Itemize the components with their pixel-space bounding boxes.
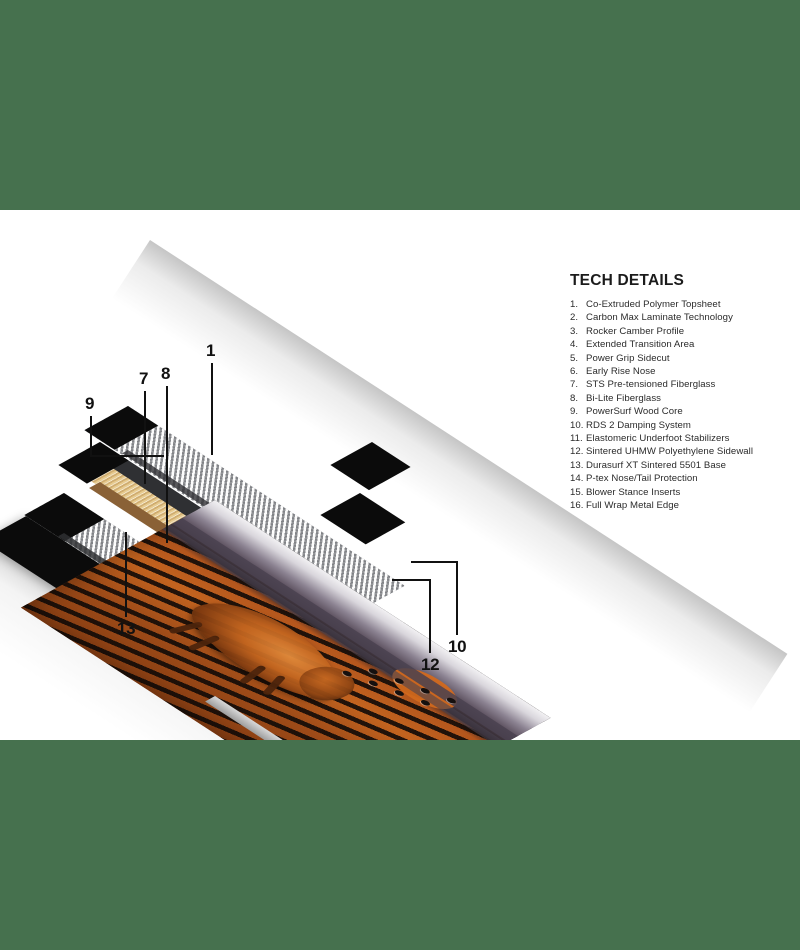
tech-item-index: 8. <box>570 392 579 404</box>
tech-item-label: PowerSurf Wood Core <box>586 406 683 418</box>
tech-item-index: 14. <box>570 473 584 485</box>
tech-item-label: Early Rise Nose <box>586 366 656 378</box>
tech-details-item: 1. Co-Extruded Polymer Topsheet <box>570 298 795 311</box>
tech-details-panel: TECH DETAILS 1. Co-Extruded Polymer Tops… <box>570 272 795 513</box>
tech-item-label: P-tex Nose/Tail Protection <box>586 473 698 485</box>
letterbox-band-bottom <box>0 740 800 950</box>
callout-leader-8 <box>166 386 168 543</box>
callout-number-13: 13 <box>117 619 136 638</box>
topsheet-bison-head <box>287 659 367 707</box>
tech-details-item: 12. Sintered UHMW Polyethylene Sidewall <box>570 445 795 458</box>
layer-wood-core-black-tail <box>330 442 411 491</box>
tech-item-label: RDS 2 Damping System <box>586 419 691 431</box>
callout-leader-9-vertical <box>90 416 92 456</box>
tech-item-index: 15. <box>570 486 584 498</box>
binding-insert <box>367 679 380 687</box>
callout-leader-13 <box>125 532 127 617</box>
tech-item-index: 10. <box>570 419 584 431</box>
tech-details-item: 6. Early Rise Nose <box>570 365 795 378</box>
tech-item-index: 3. <box>570 325 579 337</box>
tech-item-index: 16. <box>570 500 584 512</box>
tech-item-label: Full Wrap Metal Edge <box>586 500 680 512</box>
tech-details-item: 8. Bi-Lite Fiberglass <box>570 392 795 405</box>
callout-number-1: 1 <box>206 341 216 360</box>
tech-details-item: 11. Elastomeric Underfoot Stabilizers <box>570 432 795 445</box>
tech-item-label: Bi-Lite Fiberglass <box>586 392 662 404</box>
topsheet-bison-leg <box>238 664 268 685</box>
callout-leader-12-vertical <box>429 579 431 653</box>
tech-details-item: 3. Rocker Camber Profile <box>570 325 795 338</box>
topsheet-bison-leg <box>187 634 222 652</box>
tech-item-index: 9. <box>570 406 579 418</box>
callout-number-9: 9 <box>85 394 95 413</box>
tech-details-list: 1. Co-Extruded Polymer Topsheet 2. Carbo… <box>570 298 795 513</box>
tech-details-item: 7. STS Pre-tensioned Fiberglass <box>570 378 795 391</box>
callout-number-8: 8 <box>161 364 171 383</box>
callout-leader-1 <box>211 363 213 455</box>
tech-details-item: 15. Blower Stance Inserts <box>570 486 795 499</box>
layer-fiberglass-lower-black-tail <box>320 493 406 545</box>
callout-leader-10-horizontal <box>411 561 457 563</box>
tech-details-heading: TECH DETAILS <box>570 272 685 289</box>
tech-item-index: 13. <box>570 459 584 471</box>
tech-item-index: 2. <box>570 312 579 324</box>
topsheet-bison-leg <box>262 674 287 696</box>
callout-leader-7 <box>144 391 146 484</box>
tech-details-item: 2. Carbon Max Laminate Technology <box>570 311 795 324</box>
tech-details-item: 10. RDS 2 Damping System <box>570 419 795 432</box>
topsheet-bison-leg <box>168 621 204 635</box>
tech-details-item: 14. P-tex Nose/Tail Protection <box>570 472 795 485</box>
tech-details-item: 13. Durasurf XT Sintered 5501 Base <box>570 459 795 472</box>
callout-number-7: 7 <box>139 369 149 388</box>
callout-leader-10-vertical <box>456 561 458 635</box>
tech-item-label: Carbon Max Laminate Technology <box>586 312 733 324</box>
tech-details-item: 9. PowerSurf Wood Core <box>570 405 795 418</box>
tech-item-label: Durasurf XT Sintered 5501 Base <box>586 459 726 471</box>
tech-item-label: Extended Transition Area <box>586 339 695 351</box>
tech-details-item: 16. Full Wrap Metal Edge <box>570 499 795 512</box>
tech-item-label: Elastomeric Underfoot Stabilizers <box>586 433 730 445</box>
tech-item-index: 12. <box>570 446 584 458</box>
content-plate: 9 7 8 1 13 12 10 <box>0 210 800 740</box>
tech-item-label: Blower Stance Inserts <box>586 486 681 498</box>
tech-item-label: Co-Extruded Polymer Topsheet <box>586 299 721 310</box>
callout-number-10: 10 <box>448 637 467 656</box>
tech-item-label: STS Pre-tensioned Fiberglass <box>586 379 716 391</box>
tech-item-index: 11. <box>570 433 583 445</box>
callout-leader-12-horizontal <box>392 579 430 581</box>
tech-item-index: 1. <box>570 299 579 310</box>
callout-leader-9-horizontal <box>90 455 164 457</box>
tech-details-item: 5. Power Grip Sidecut <box>570 352 795 365</box>
tech-item-label: Sintered UHMW Polyethylene Sidewall <box>586 446 754 458</box>
tech-item-label: Power Grip Sidecut <box>586 352 670 364</box>
letterbox-band-top <box>0 0 800 210</box>
tech-item-index: 7. <box>570 379 579 391</box>
tech-item-label: Rocker Camber Profile <box>586 325 685 337</box>
tech-item-index: 6. <box>570 366 579 378</box>
tech-details-item: 4. Extended Transition Area <box>570 338 795 351</box>
tech-item-index: 5. <box>570 352 579 364</box>
tech-item-index: 4. <box>570 339 579 351</box>
callout-number-12: 12 <box>421 655 440 674</box>
